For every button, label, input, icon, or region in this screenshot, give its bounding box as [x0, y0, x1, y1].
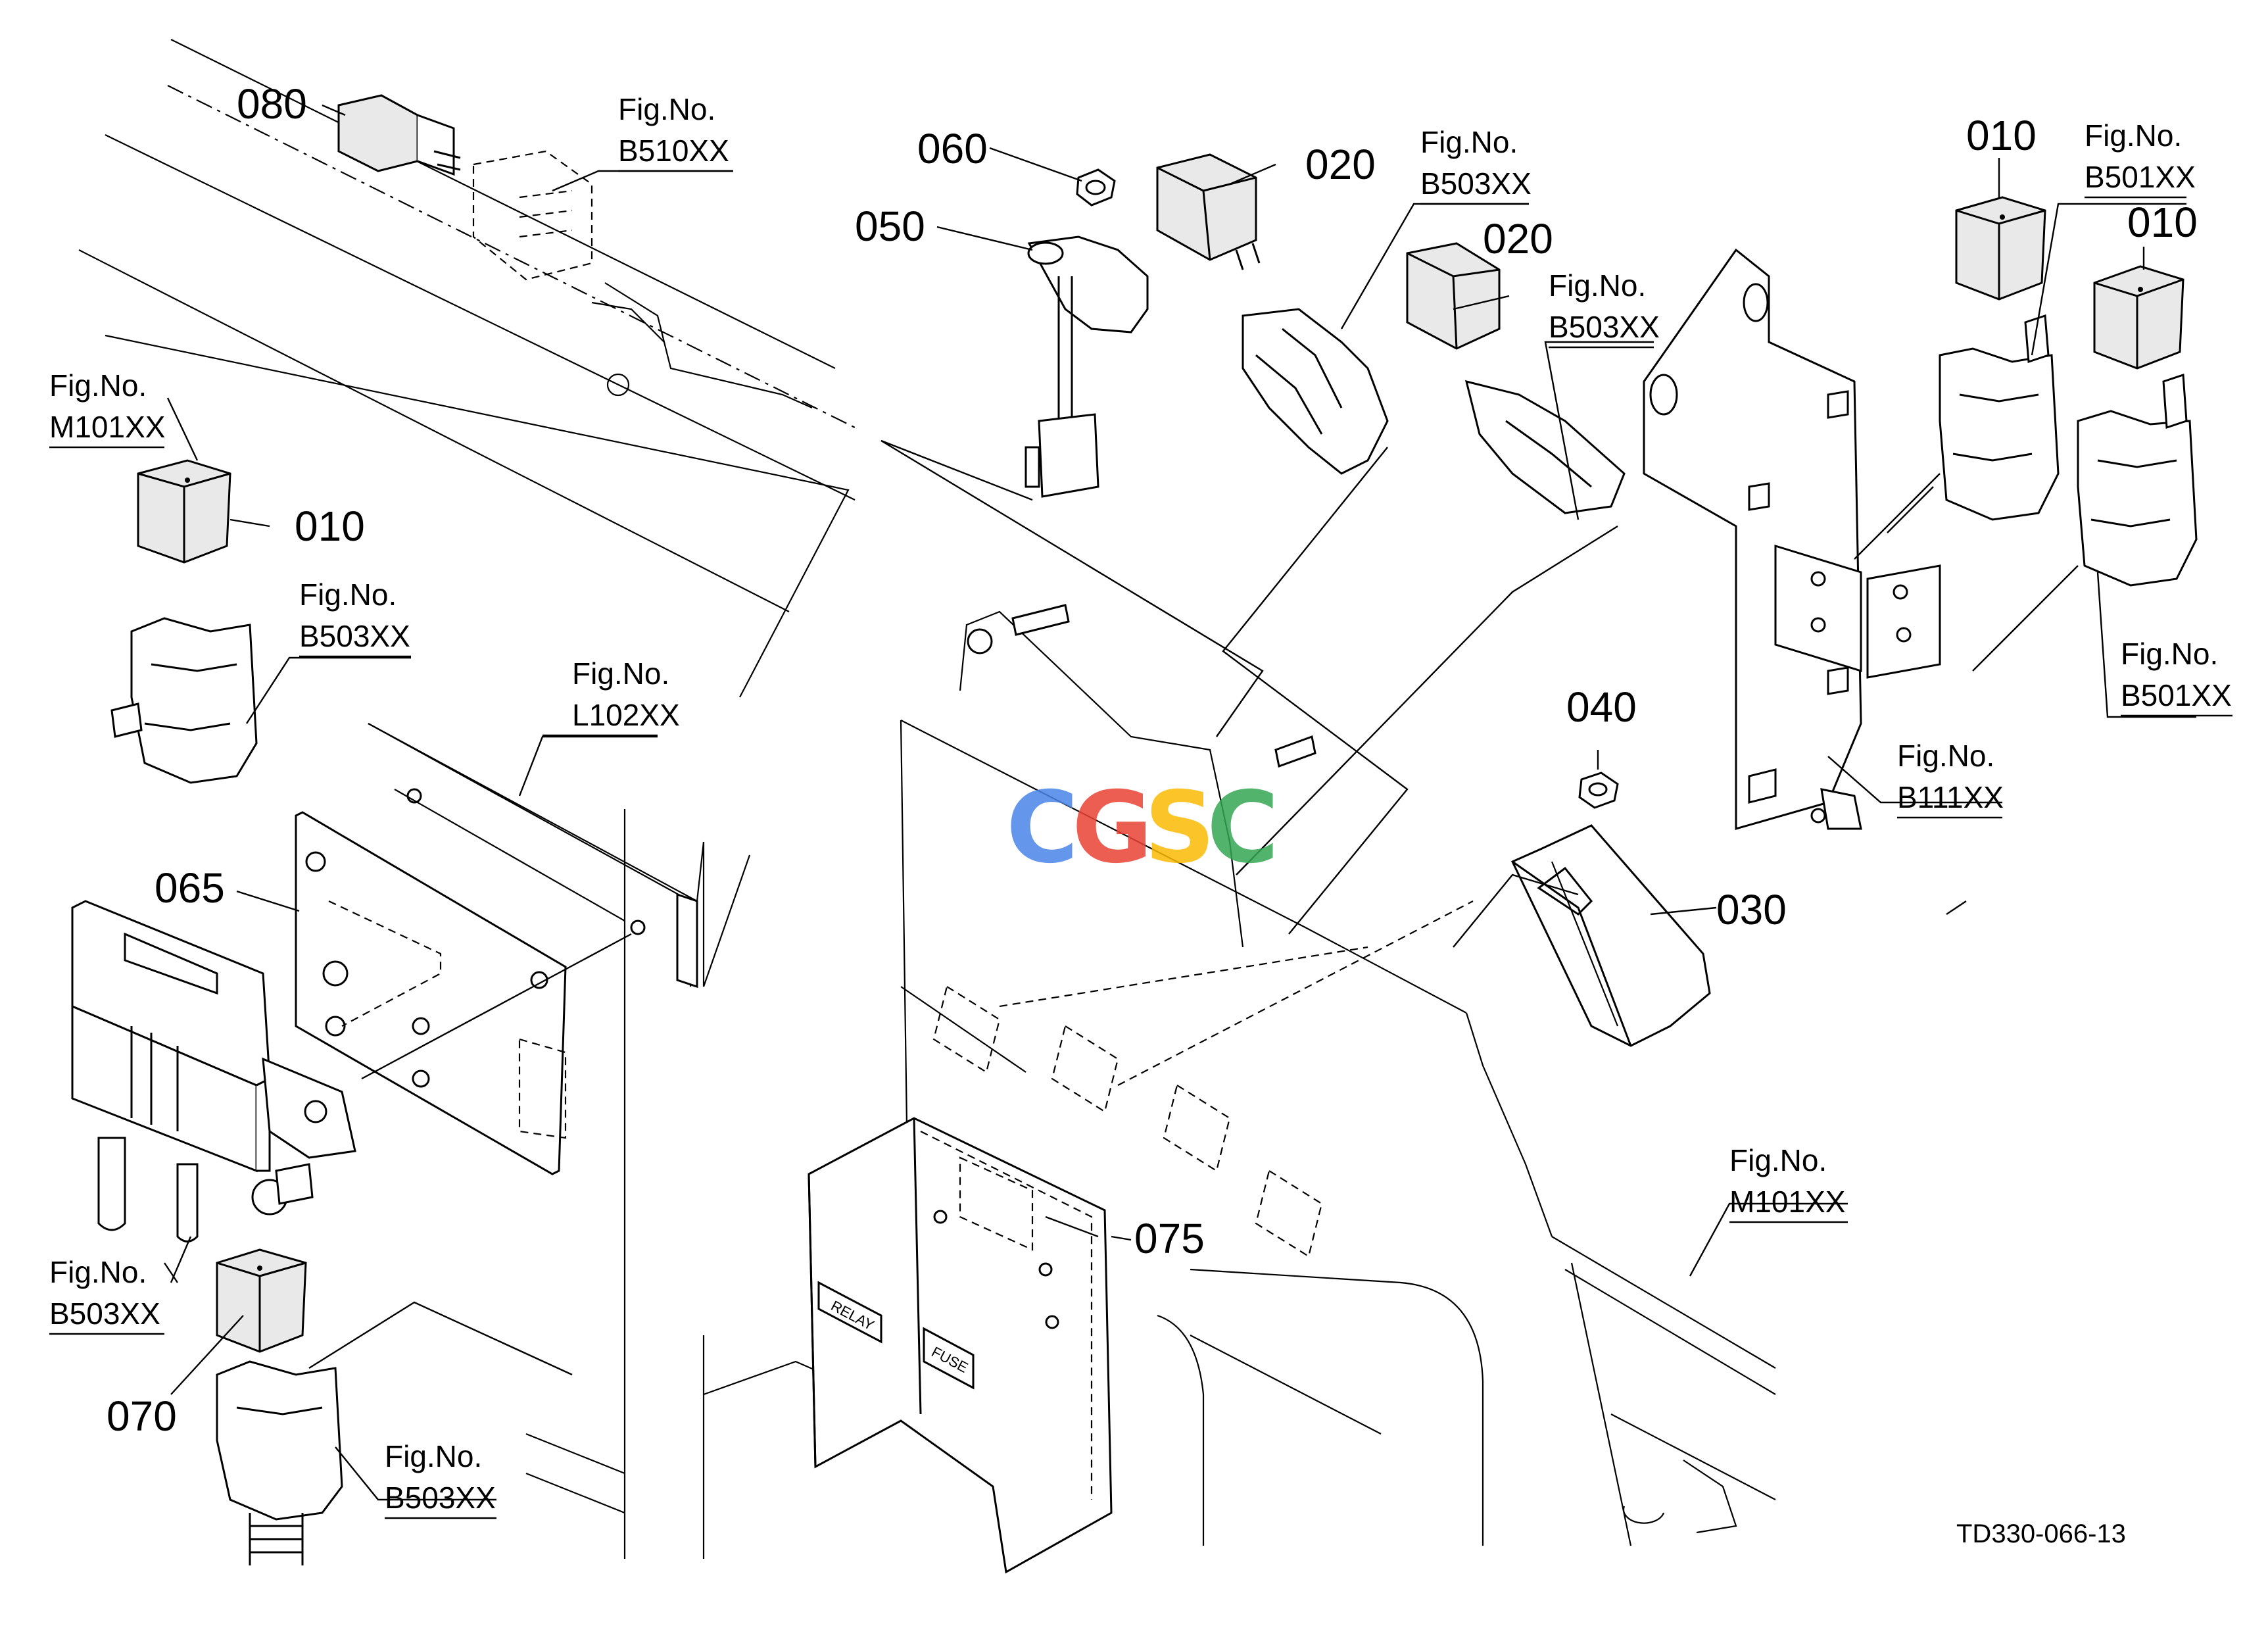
socket-b501xx-a-drawing — [1939, 314, 2060, 521]
machine-frame-outlines — [78, 39, 1776, 1559]
fig-ref-line2: M101XX — [1729, 1185, 1845, 1219]
cover-075-drawing — [808, 1117, 1113, 1574]
relay-080-drawing — [337, 94, 461, 176]
part-label-020-a: 020 — [1305, 141, 1376, 188]
relay-010b-drawing — [2093, 265, 2184, 370]
part-label-020-b: 020 — [1483, 215, 1553, 262]
fig-ref-line2: B111XX — [1897, 780, 2004, 814]
relay-010a-drawing — [1955, 196, 2046, 301]
fig-ref-underlines — [49, 170, 2232, 1519]
relay-box-left-drawing — [71, 900, 356, 1242]
fig-ref-line1: Fig.No. — [618, 92, 715, 126]
fig-ref-b111xx: Fig.No. B111XX — [1897, 739, 2004, 814]
socket-b503xx-small-drawing — [1464, 380, 1626, 514]
fig-ref-line2: B503XX — [299, 619, 410, 653]
watermark-letter-c1: C — [1006, 771, 1078, 885]
fig-ref-m101xx-left: Fig.No. M101XX — [49, 368, 165, 444]
watermark-letter-s: S — [1144, 771, 1215, 885]
fig-ref-line1: Fig.No. — [2085, 118, 2182, 153]
part-label-040: 040 — [1566, 683, 1637, 731]
relay-020b-drawing — [1406, 242, 1501, 350]
part-label-010-c: 010 — [295, 503, 365, 550]
fig-ref-l102xx: Fig.No. L102XX — [572, 656, 680, 732]
board-065-drawing — [295, 811, 567, 1175]
connector-b510xx-drawing — [472, 150, 813, 409]
part-label-010-a: 010 — [1966, 112, 2037, 159]
fig-ref-b503xx-mid: Fig.No. B503XX — [1549, 268, 1660, 344]
watermark-logo: C G S C — [1006, 771, 1279, 885]
fig-ref-b501xx-top: Fig.No. B501XX — [2085, 118, 2196, 194]
socket-left-b503xx-drawing — [110, 617, 258, 784]
sensor-050-drawing — [1025, 235, 1149, 498]
part-label-030: 030 — [1716, 886, 1787, 933]
fig-ref-line1: Fig.No. — [385, 1439, 482, 1473]
fig-ref-b501xx-right: Fig.No. B501XX — [2121, 637, 2232, 712]
fig-ref-line1: Fig.No. — [1897, 739, 1994, 773]
figure-reference-labels: Fig.No. B510XX Fig.No. B503XX Fig.No. B5… — [49, 92, 2232, 1515]
bracket-b111xx-drawing — [1643, 248, 1941, 830]
fig-ref-b503xx-top: Fig.No. B503XX — [1420, 125, 1532, 201]
socket-070-b503xx-drawing — [216, 1360, 343, 1565]
relay-010-left-drawing — [137, 459, 231, 564]
relay-020a-drawing — [1156, 153, 1261, 270]
fig-ref-line2: B503XX — [385, 1481, 496, 1515]
socket-b501xx-b-drawing — [2077, 373, 2198, 587]
fig-ref-line1: Fig.No. — [299, 578, 397, 612]
fig-ref-line1: Fig.No. — [49, 368, 147, 403]
fig-ref-line1: Fig.No. — [1729, 1143, 1827, 1177]
part-number-labels: 080 060 050 020 020 010 010 010 040 030 … — [107, 80, 2198, 1440]
part-label-010-b: 010 — [2127, 199, 2198, 246]
hidden-bolts-middle — [932, 604, 1474, 1258]
fig-ref-line1: Fig.No. — [2121, 637, 2218, 671]
fig-ref-line2: B503XX — [1549, 310, 1660, 344]
fig-ref-b510xx: Fig.No. B510XX — [618, 92, 729, 168]
relay-070-drawing — [216, 1248, 307, 1353]
fig-ref-m101xx-right: Fig.No. M101XX — [1729, 1143, 1845, 1219]
fig-ref-line2: B501XX — [2085, 160, 2196, 194]
fig-ref-line2: B503XX — [1420, 166, 1532, 201]
bracket-030-drawing — [1510, 824, 1711, 1047]
fig-ref-b503xx-bottom: Fig.No. B503XX — [385, 1439, 496, 1515]
fig-ref-line2: M101XX — [49, 410, 165, 444]
part-label-075: 075 — [1134, 1215, 1205, 1262]
fig-ref-b503xx-left: Fig.No. B503XX — [299, 578, 410, 653]
plate-l102xx-drawing — [368, 723, 698, 989]
watermark-letter-g: G — [1072, 771, 1153, 885]
part-label-060: 060 — [917, 125, 988, 172]
nut-060-drawing — [1076, 168, 1116, 207]
fig-ref-line2: B501XX — [2121, 678, 2232, 712]
fig-ref-line1: Fig.No. — [572, 656, 669, 691]
fig-ref-line1: Fig.No. — [49, 1255, 147, 1289]
fig-ref-line2: B503XX — [49, 1296, 160, 1331]
nut-040-drawing — [1578, 772, 1619, 809]
fig-ref-line2: L102XX — [572, 698, 680, 732]
fig-ref-line1: Fig.No. — [1549, 268, 1646, 303]
fig-ref-line1: Fig.No. — [1420, 125, 1518, 159]
drawing-number: TD330-066-13 — [1956, 1519, 2126, 1548]
fig-ref-line2: B510XX — [618, 134, 729, 168]
part-label-080: 080 — [237, 80, 307, 128]
part-label-050: 050 — [855, 203, 925, 250]
leader-lines — [164, 104, 2196, 1501]
fig-ref-b503xx-lower-left: Fig.No. B503XX — [49, 1255, 160, 1331]
socket-b503xx-center-drawing — [1242, 308, 1389, 475]
watermark-letter-c2: C — [1207, 771, 1279, 885]
part-label-070: 070 — [107, 1392, 177, 1440]
part-label-065: 065 — [155, 864, 225, 912]
